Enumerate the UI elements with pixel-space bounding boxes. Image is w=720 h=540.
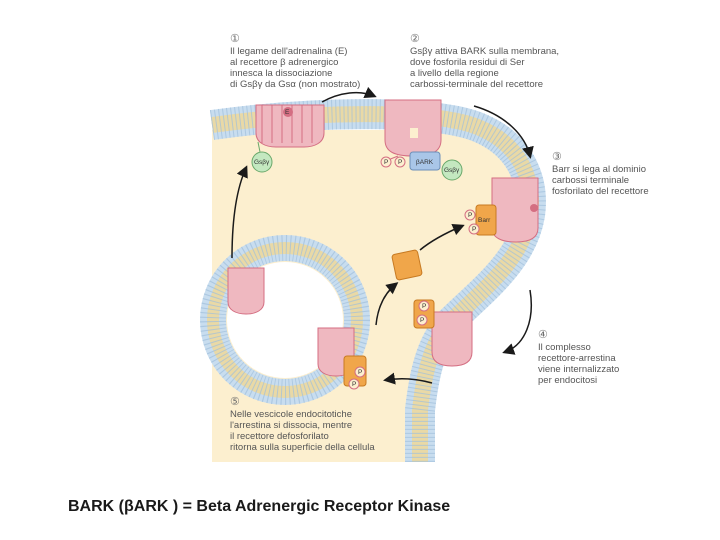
step-1-line-4: di Gsβγ da Gsα (non mostrato) xyxy=(230,79,360,90)
step-1-line-1: Il legame dell'adrenalina (E) xyxy=(230,46,347,57)
gbg-protein-2: Gsβγ xyxy=(441,159,463,181)
gbg-label-2: Gsβγ xyxy=(444,167,460,174)
step-2-line-4: carbossi-terminale del recettore xyxy=(410,79,543,90)
step-2-number: ② xyxy=(410,33,420,45)
arrow-step1-to-step2 xyxy=(321,86,377,103)
gbg-label-1: Gsβγ xyxy=(254,159,270,166)
step-2-line-1: Gsβγ attiva BARK sulla membrana, xyxy=(410,46,559,57)
step-5-line-4: ritorna sulla superficie della cellula xyxy=(230,442,375,453)
receptor-with-bark: P P βARK xyxy=(380,99,442,171)
step-3-number: ③ xyxy=(552,151,562,163)
step-3-line-1: Barr si lega al dominio xyxy=(552,164,646,175)
gbg-protein-1: Gsβγ xyxy=(251,141,273,173)
phos-label-f: P xyxy=(420,317,424,324)
receptor-with-epinephrine: E xyxy=(255,104,325,148)
phos-label-h: P xyxy=(352,381,356,388)
step-3-line-2: carbossi terminale xyxy=(552,175,629,186)
arrow-arrestin-rebind xyxy=(419,224,465,251)
arrow-arrestin-release xyxy=(375,282,399,326)
step-5-line-3: il recettore defosforilato xyxy=(230,431,329,442)
step-3-caption: ③ Barr si lega al dominio carbossi termi… xyxy=(552,151,649,197)
step-5-line-1: Nelle vescicole endocitotiche xyxy=(230,409,352,420)
step-4-number: ④ xyxy=(538,329,548,341)
arrow-step3-to-step4 xyxy=(502,289,532,355)
arrow-step2-to-step3 xyxy=(473,105,534,159)
bark-label: βARK xyxy=(416,159,434,166)
vesicle-receptor-arrestin: P P xyxy=(317,327,367,390)
step-2-line-3: a livello della regione xyxy=(410,68,499,79)
step-5-line-2: l'arrestina si dissocia, mentre xyxy=(230,420,352,431)
arrow-vesicle-to-surface xyxy=(231,165,248,259)
receptor-arrestin-internalizing: P P xyxy=(413,299,473,367)
phos-label-e: P xyxy=(422,303,426,310)
epinephrine-label: E xyxy=(285,109,290,116)
step-4-caption: ④ Il complesso recettore-arrestina viene… xyxy=(538,329,619,386)
phos-label-c: P xyxy=(468,212,472,219)
footer-definition: BARK (βARK ) = Beta Adrenergic Receptor … xyxy=(68,498,451,515)
phos-label-a: P xyxy=(384,159,388,166)
free-arrestin xyxy=(391,249,423,281)
phos-label-b: P xyxy=(398,159,402,166)
step-2-line-2: dove fosforila residui di Ser xyxy=(410,57,525,68)
barr-label: Barr xyxy=(478,217,491,224)
step-4-line-4: per endocitosi xyxy=(538,375,597,386)
step-1-number: ① xyxy=(230,33,240,45)
step-5-caption: ⑤ Nelle vescicole endocitotiche l'arrest… xyxy=(230,396,375,453)
step-1-line-3: innesca la dissociazione xyxy=(230,68,332,79)
phos-label-d: P xyxy=(472,226,476,233)
vesicle-receptor-recycled xyxy=(227,267,265,315)
step-1-line-2: al recettore β adrenergico xyxy=(230,57,338,68)
step-2-caption: ② Gsβγ attiva BARK sulla membrana, dove … xyxy=(410,33,559,90)
step-3-line-3: fosforilato del recettore xyxy=(552,186,649,197)
receptor-with-arrestin-membrane: Barr P P xyxy=(464,177,539,243)
step-4-line-2: recettore-arrestina xyxy=(538,353,616,364)
step-4-line-1: Il complesso xyxy=(538,342,591,353)
phos-label-g: P xyxy=(358,369,362,376)
step-1-caption: ① Il legame dell'adrenalina (E) al recet… xyxy=(230,33,360,90)
step-5-number: ⑤ xyxy=(230,396,240,408)
arrow-step4-to-vesicle xyxy=(383,372,433,385)
step-4-line-3: viene internalizzato xyxy=(538,364,619,375)
